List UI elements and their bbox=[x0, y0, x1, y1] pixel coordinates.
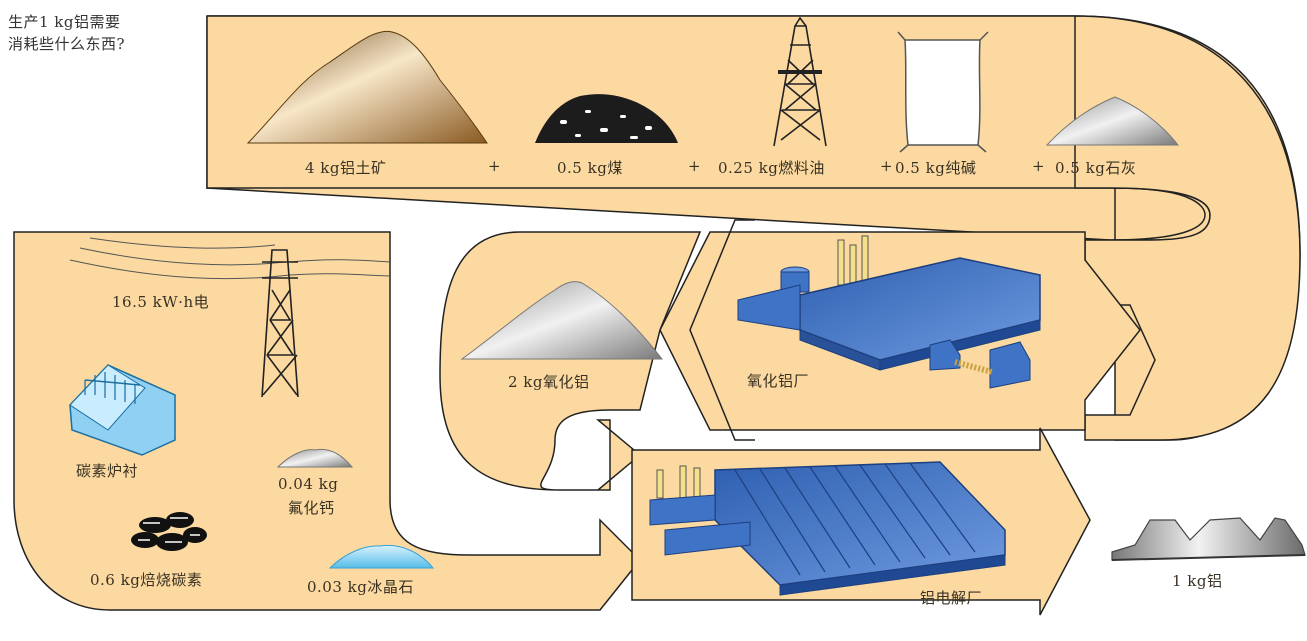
aluminum-ingot bbox=[1111, 517, 1306, 561]
aluminum-product-label: 1 kg铝 bbox=[1172, 572, 1223, 590]
carbon-lining-label: 碳素炉衬 bbox=[76, 462, 139, 480]
power-lines bbox=[69, 237, 391, 280]
cryolite-label: 0.03 kg冰晶石 bbox=[307, 578, 414, 596]
question-line-1: 生产1 kg铝需要 bbox=[8, 13, 121, 31]
bauxite-pile bbox=[246, 30, 488, 144]
lime-label: 0.5 kg石灰 bbox=[1055, 159, 1137, 177]
plus-sign-3: + bbox=[880, 157, 894, 175]
alumina-plant-arrow-head bbox=[689, 219, 755, 441]
bauxite-label: 4 kg铝土矿 bbox=[305, 159, 387, 177]
alumina-plant-building bbox=[737, 235, 1041, 389]
power-tower bbox=[261, 249, 299, 398]
baked-carbon-blocks bbox=[131, 512, 207, 551]
fuel-oil-label: 0.25 kg燃料油 bbox=[718, 159, 825, 177]
alumina-loop-band bbox=[439, 231, 702, 491]
calcium-fluoride-amount: 0.04 kg bbox=[278, 475, 339, 493]
coal-label: 0.5 kg煤 bbox=[557, 159, 623, 177]
carbon-lining-building bbox=[69, 364, 176, 456]
electricity-label: 16.5 kW·h电 bbox=[112, 293, 210, 311]
plus-sign-4: + bbox=[1032, 157, 1046, 175]
plus-sign-1: + bbox=[488, 157, 502, 175]
alumina-plant-label: 氧化铝厂 bbox=[747, 372, 810, 390]
soda-sack bbox=[904, 39, 981, 146]
calcium-fluoride-label: 氟化钙 bbox=[288, 499, 335, 517]
oil-derrick bbox=[773, 16, 827, 147]
smelter-building bbox=[649, 461, 1006, 596]
alumina-pile bbox=[460, 281, 664, 360]
soda-label: 0.5 kg纯碱 bbox=[895, 159, 977, 177]
plus-sign-2: + bbox=[688, 157, 702, 175]
lime-pile bbox=[1045, 96, 1180, 146]
question-line-2: 消耗些什么东西? bbox=[8, 35, 126, 53]
baked-carbon-label: 0.6 kg焙烧碳素 bbox=[90, 571, 203, 589]
coal-pile bbox=[535, 94, 678, 143]
cryolite-pile bbox=[328, 544, 435, 569]
calcium-fluoride-pile bbox=[276, 448, 354, 468]
alumina-label: 2 kg氧化铝 bbox=[508, 373, 590, 391]
smelter-label: 铝电解厂 bbox=[920, 589, 983, 607]
